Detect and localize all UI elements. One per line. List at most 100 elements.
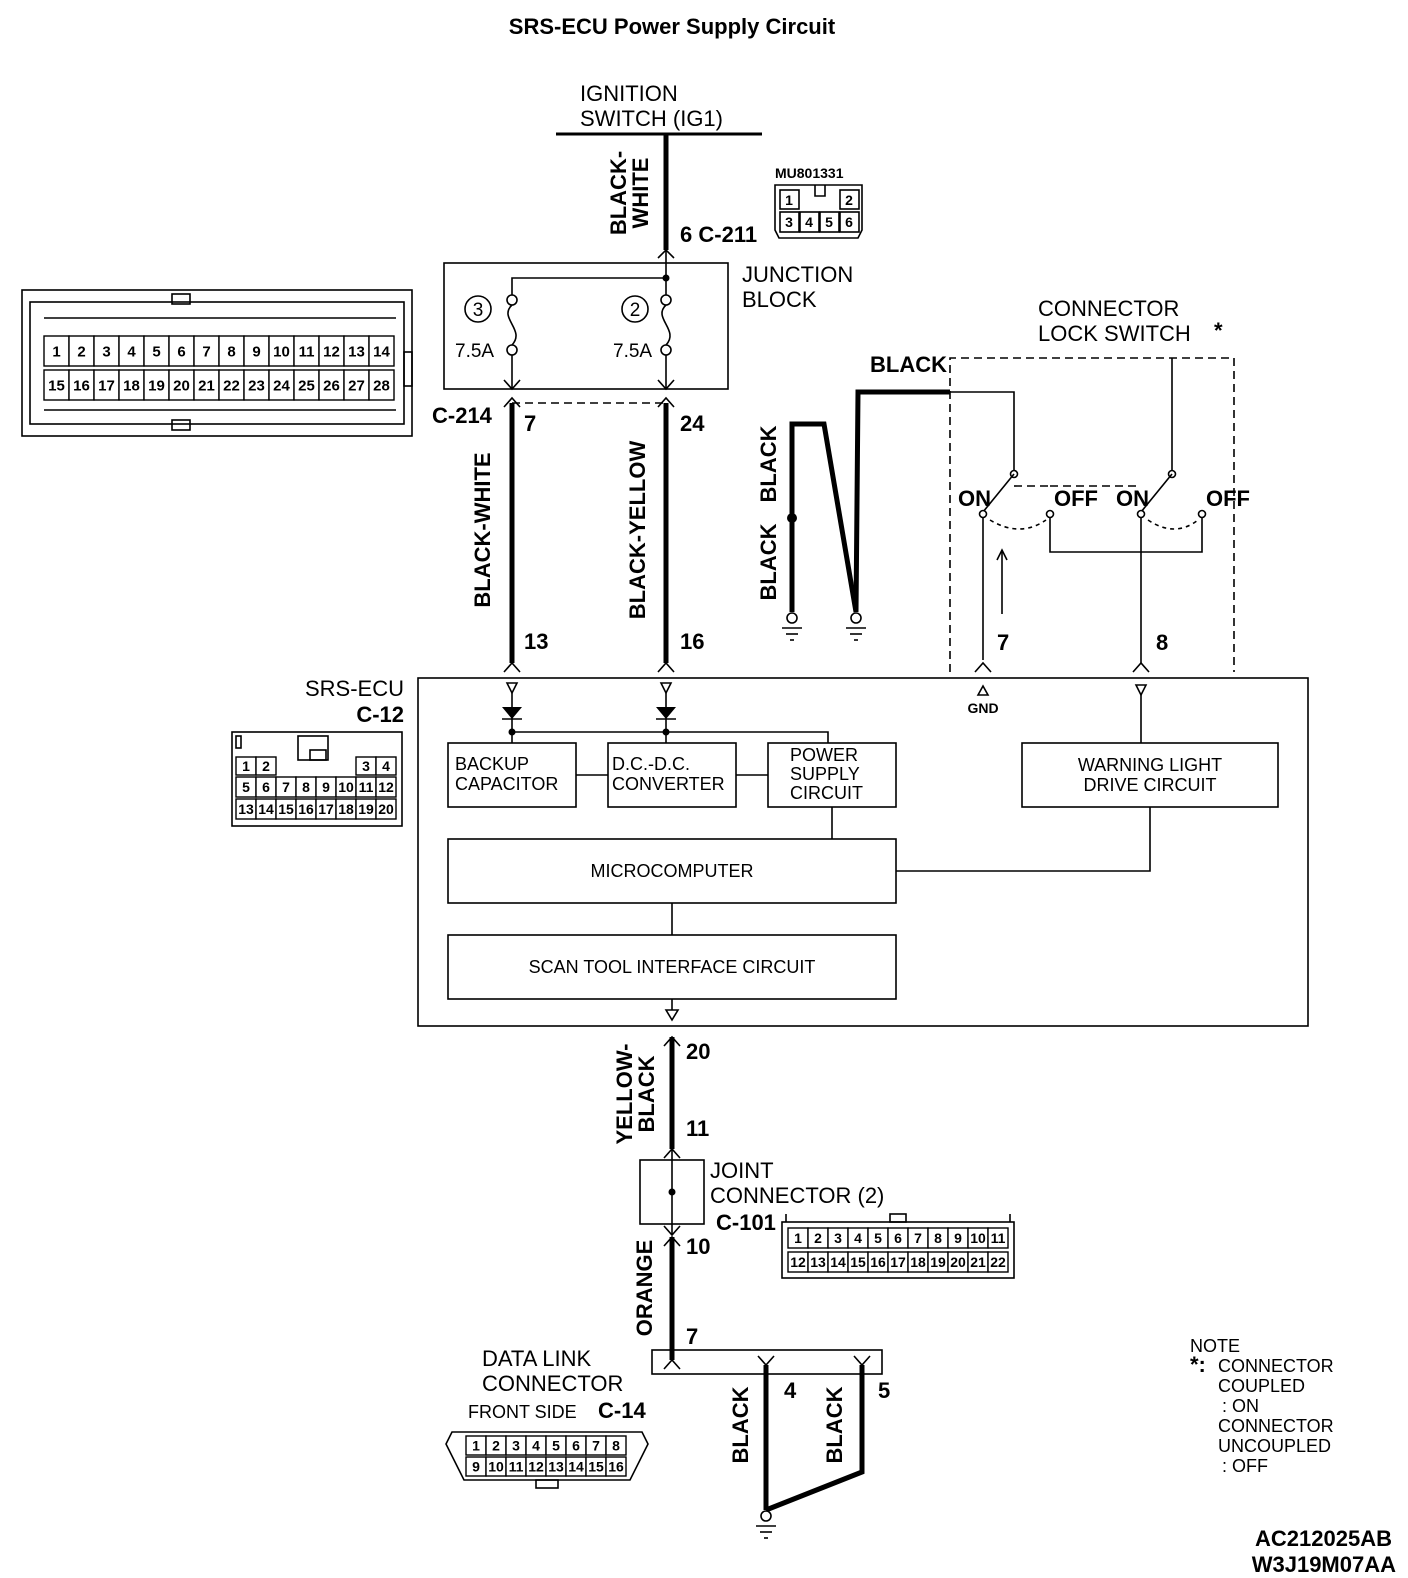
c101-pin-label: 15 — [850, 1254, 866, 1270]
c12-pin-label: 5 — [242, 779, 250, 795]
c14-pin-label: 16 — [608, 1459, 624, 1475]
wire-label-dlc-black-1: BLACK — [728, 1386, 753, 1463]
lock-switch-label-2: LOCK SWITCH — [1038, 321, 1191, 346]
ignition-label-1: IGNITION — [580, 81, 678, 106]
c12-pin-cell — [255, 756, 277, 776]
c101-pin-label: 17 — [890, 1254, 906, 1270]
ecu-pin-20: 20 — [686, 1039, 710, 1064]
wire-label-orange: ORANGE — [632, 1240, 657, 1337]
ground-icon — [756, 1510, 776, 1539]
c211-label: 6 C-211 — [680, 222, 757, 247]
c214-pin-cell — [243, 369, 270, 401]
c12-pin-label: 9 — [322, 779, 330, 795]
c214-pin-label: 25 — [298, 377, 315, 394]
c214-label: C-214 — [432, 403, 493, 428]
c101-pin-label: 5 — [874, 1230, 882, 1246]
diagram-title: SRS-ECU Power Supply Circuit — [509, 14, 836, 39]
c214-pin-label: 13 — [348, 343, 365, 360]
c214-pin-label: 20 — [173, 377, 190, 394]
c14-pin-label: 15 — [588, 1459, 604, 1475]
switch-on-1: ON — [958, 486, 991, 511]
dlc-label-1: DATA LINK — [482, 1346, 592, 1371]
fuse-b-number-circle — [621, 295, 649, 323]
wire-label-dlc-black-2: BLACK — [822, 1386, 847, 1463]
svg-text:MICROCOMPUTER: MICROCOMPUTER — [591, 861, 754, 881]
c101-pin-label: 2 — [814, 1230, 822, 1246]
ecu-gnd-label: GND — [967, 700, 998, 716]
c12-pin-label: 6 — [262, 779, 270, 795]
c101-pin-label: 8 — [934, 1230, 942, 1246]
lock-pin-7: 7 — [997, 630, 1009, 655]
c12-pin-label: 15 — [278, 801, 294, 817]
c12-pin-label: 10 — [338, 779, 354, 795]
c101-pin-label: 11 — [991, 1230, 1006, 1246]
c12-pin-label: 14 — [258, 801, 274, 817]
c214-pin-label: 12 — [323, 343, 340, 360]
wire-label-black-white-top: BLACK- WHITE — [606, 151, 653, 235]
switch-1-icon — [982, 473, 1015, 513]
c12-pin-label: 1 — [242, 758, 250, 774]
c101-pin-label: 19 — [930, 1254, 946, 1270]
c214-pin-cell — [143, 369, 170, 401]
c101-pin-label: 16 — [870, 1254, 886, 1270]
svg-text:CONVERTER: CONVERTER — [612, 774, 725, 794]
wire-label-black-white: BLACK-WHITE — [470, 452, 495, 607]
c14-pin-label: 14 — [568, 1459, 584, 1475]
switch-off-1: OFF — [1054, 486, 1098, 511]
c14-pin-label: 3 — [512, 1438, 520, 1454]
c12-pin-label: 16 — [298, 801, 314, 817]
c12-pin-label: 7 — [282, 779, 290, 795]
lock-switch-label-1: CONNECTOR — [1038, 296, 1179, 321]
connector-mu801331: MU801331 1 2 3 4 5 6 — [774, 165, 863, 239]
switch-off-2: OFF — [1206, 486, 1250, 511]
c214-pin-label: 22 — [223, 377, 240, 394]
svg-text:1: 1 — [785, 192, 793, 208]
dlc-label-2: CONNECTOR — [482, 1371, 623, 1396]
block-microcomputer — [447, 838, 897, 904]
c14-pin-label: 12 — [528, 1459, 544, 1475]
fuse-b-rating: 7.5A — [613, 341, 652, 362]
diode-icon — [656, 707, 676, 719]
c214-pin-cell — [318, 369, 345, 401]
c14-pin-label: 13 — [548, 1459, 564, 1475]
svg-text:SUPPLY: SUPPLY — [790, 764, 860, 784]
svg-text:4: 4 — [805, 214, 813, 230]
ground-icon — [782, 612, 802, 641]
c214-pin-label: 1 — [52, 343, 60, 360]
c214-pin-label: 9 — [252, 343, 260, 360]
svg-text:CIRCUIT: CIRCUIT — [790, 783, 863, 803]
fuse-b-icon — [661, 304, 671, 346]
c101-pin-label: 20 — [950, 1254, 966, 1270]
wire-label-black-lower: BLACK — [756, 523, 781, 600]
joint-label-2: CONNECTOR (2) — [710, 1183, 884, 1208]
wire-label-black-yellow: BLACK-YELLOW — [625, 441, 650, 620]
svg-text:YELLOW-: YELLOW- — [612, 1044, 637, 1145]
lock-pin-8: 8 — [1156, 630, 1168, 655]
c214-pin-label: 23 — [248, 377, 265, 394]
c214-pin-label: 19 — [148, 377, 165, 394]
c101-pin-label: 7 — [914, 1230, 922, 1246]
fuse-a-rating: 7.5A — [455, 341, 494, 362]
c101-pin-label: 21 — [970, 1254, 986, 1270]
switch-2-icon — [1140, 473, 1173, 513]
c14-pin-label: 8 — [612, 1438, 620, 1454]
svg-text:CONNECTOR: CONNECTOR — [1218, 1416, 1334, 1436]
c101-pin-label: 6 — [894, 1230, 902, 1246]
c214-pin-label: 3 — [102, 343, 110, 360]
c214-pin-7: 7 — [524, 411, 536, 436]
c101-pin-label: 18 — [910, 1254, 926, 1270]
c214-pin-cell — [243, 335, 270, 367]
svg-text:COUPLED: COUPLED — [1218, 1376, 1305, 1396]
srs-ecu-box — [417, 677, 1309, 1027]
c214-pin-cell — [193, 335, 220, 367]
svg-text:BACKUP: BACKUP — [455, 754, 529, 774]
block-power-supply — [767, 742, 897, 808]
svg-text:DRIVE CIRCUIT: DRIVE CIRCUIT — [1083, 775, 1216, 795]
wire-black-ground-a — [789, 421, 859, 613]
c101-pin-label: 4 — [854, 1230, 862, 1246]
svg-text:BLACK-: BLACK- — [606, 151, 631, 235]
